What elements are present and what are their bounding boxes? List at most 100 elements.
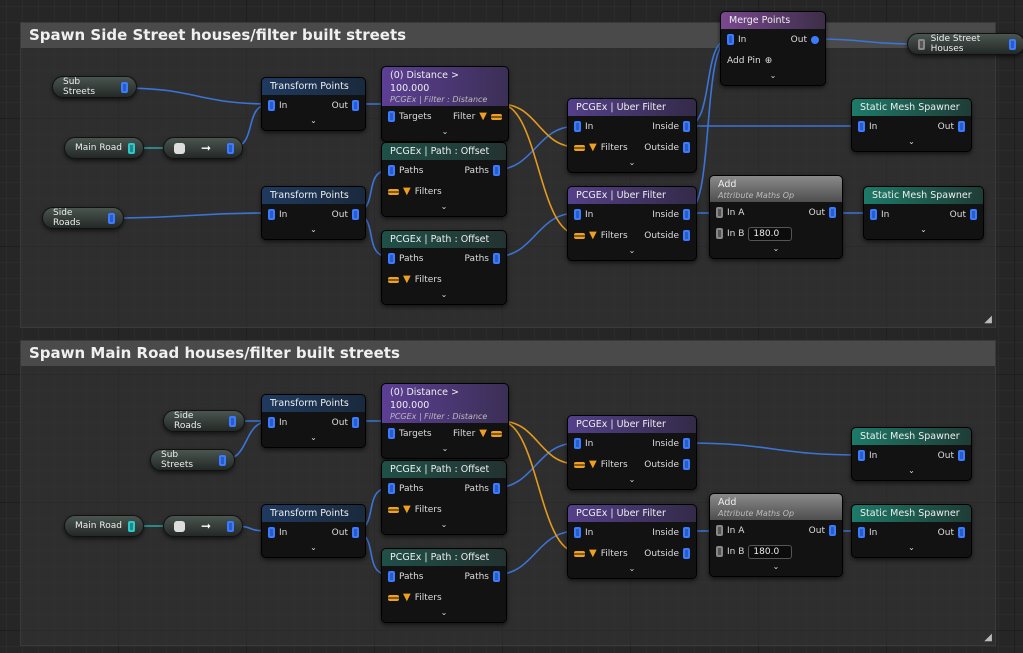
input-node-main-road[interactable]: Main Road bbox=[64, 137, 144, 159]
output-pin[interactable] bbox=[352, 417, 359, 428]
node-header[interactable]: PCGEx | Uber Filter bbox=[568, 99, 696, 116]
input-pin[interactable] bbox=[716, 525, 723, 536]
node-header[interactable]: Static Mesh Spawner bbox=[852, 505, 971, 522]
output-pin[interactable] bbox=[829, 525, 836, 536]
input-pin[interactable] bbox=[388, 253, 395, 264]
input-pin[interactable] bbox=[268, 527, 275, 538]
input-pin[interactable] bbox=[268, 417, 275, 428]
expand-chevron-icon[interactable]: ⌄ bbox=[440, 202, 448, 211]
input-pin[interactable] bbox=[388, 428, 395, 439]
comment-title[interactable]: Spawn Main Road houses/filter built stre… bbox=[21, 341, 995, 366]
wire[interactable] bbox=[685, 442, 862, 456]
expand-chevron-icon[interactable]: ⌄ bbox=[310, 433, 317, 442]
wire[interactable] bbox=[815, 38, 917, 45]
filter-input-pin[interactable] bbox=[388, 594, 399, 601]
node-header[interactable]: Static Mesh Spawner bbox=[852, 99, 971, 116]
wire[interactable] bbox=[122, 87, 272, 105]
filter-output-pin[interactable] bbox=[491, 113, 502, 120]
expand-chevron-icon[interactable]: ⌄ bbox=[628, 158, 636, 167]
input-pin[interactable] bbox=[727, 34, 734, 45]
expand-chevron-icon[interactable]: ⌄ bbox=[769, 71, 777, 80]
input-pin[interactable] bbox=[388, 111, 395, 122]
output-pin[interactable] bbox=[352, 100, 359, 111]
input-pin[interactable] bbox=[918, 38, 925, 50]
add-pin-icon[interactable]: ⊕ bbox=[764, 55, 773, 66]
filter-input-pin[interactable] bbox=[574, 144, 585, 151]
expand-chevron-icon[interactable]: ⌄ bbox=[772, 244, 780, 253]
node-header[interactable]: Merge Points bbox=[721, 12, 825, 29]
convert-node[interactable]: ➞ bbox=[163, 515, 243, 537]
filter-input-pin[interactable] bbox=[388, 188, 399, 195]
node-header[interactable]: Transform Points bbox=[262, 78, 365, 95]
filter-input-pin[interactable] bbox=[574, 461, 585, 468]
expand-chevron-icon[interactable]: ⌄ bbox=[908, 137, 915, 146]
output-pin[interactable] bbox=[493, 483, 500, 494]
input-pin[interactable] bbox=[574, 209, 581, 220]
input-pin[interactable] bbox=[858, 121, 865, 132]
input-pin[interactable] bbox=[716, 546, 723, 557]
input-pin[interactable] bbox=[716, 207, 723, 218]
output-pin[interactable] bbox=[352, 527, 359, 538]
expand-chevron-icon[interactable]: ⌄ bbox=[920, 225, 927, 234]
input-pin[interactable] bbox=[388, 571, 395, 582]
add-pin-label[interactable]: Add Pin bbox=[727, 55, 761, 66]
filter-input-pin[interactable] bbox=[574, 232, 585, 239]
wire[interactable] bbox=[109, 212, 272, 219]
node-header[interactable]: PCGEx | Path : Offset bbox=[382, 461, 506, 478]
output-pin[interactable] bbox=[121, 81, 128, 93]
output-pin[interactable] bbox=[683, 548, 690, 559]
output-pin[interactable] bbox=[958, 121, 965, 132]
output-pin[interactable] bbox=[493, 165, 500, 176]
expand-chevron-icon[interactable]: ⌄ bbox=[908, 543, 915, 552]
input-pin[interactable] bbox=[858, 527, 865, 538]
output-pin[interactable] bbox=[958, 527, 965, 538]
expand-chevron-icon[interactable]: ⌄ bbox=[440, 608, 448, 617]
node-header[interactable]: PCGEx | Path : Offset bbox=[382, 143, 506, 160]
input-node-side-roads[interactable]: Side Roads bbox=[163, 410, 245, 432]
filter-input-pin[interactable] bbox=[574, 550, 585, 557]
output-pin[interactable] bbox=[227, 142, 234, 154]
input-pin[interactable] bbox=[268, 100, 275, 111]
node-header[interactable]: PCGEx | Uber Filter bbox=[568, 416, 696, 433]
output-pin[interactable] bbox=[352, 209, 359, 220]
node-header[interactable]: Static Mesh Spawner bbox=[864, 187, 983, 204]
output-pin[interactable] bbox=[229, 415, 236, 427]
input-pin[interactable] bbox=[870, 209, 877, 220]
expand-chevron-icon[interactable]: ⌄ bbox=[310, 116, 317, 125]
node-header[interactable]: Transform Points bbox=[262, 505, 365, 522]
resize-handle-icon[interactable]: ◢ bbox=[984, 632, 992, 643]
output-pin[interactable] bbox=[811, 35, 819, 44]
node-header[interactable]: Transform Points bbox=[262, 395, 365, 412]
expand-chevron-icon[interactable]: ⌄ bbox=[441, 444, 449, 453]
node-header[interactable]: PCGEx | Path : Offset bbox=[382, 231, 506, 248]
output-pin[interactable] bbox=[1009, 38, 1016, 50]
input-pin[interactable] bbox=[388, 483, 395, 494]
output-pin[interactable] bbox=[128, 142, 135, 154]
expand-chevron-icon[interactable]: ⌄ bbox=[440, 290, 448, 299]
input-node-sub-streets[interactable]: Sub Streets bbox=[52, 76, 137, 98]
filter-output-pin[interactable] bbox=[491, 430, 502, 437]
expand-chevron-icon[interactable]: ⌄ bbox=[440, 520, 448, 529]
node-header[interactable]: Static Mesh Spawner bbox=[852, 428, 971, 445]
node-header[interactable]: PCGEx | Path : Offset bbox=[382, 549, 506, 566]
output-node-side-street-houses[interactable]: Side Street Houses bbox=[907, 33, 1023, 55]
output-pin[interactable] bbox=[958, 450, 965, 461]
output-pin[interactable] bbox=[829, 207, 836, 218]
input-node-main-road[interactable]: Main Road bbox=[64, 515, 144, 537]
